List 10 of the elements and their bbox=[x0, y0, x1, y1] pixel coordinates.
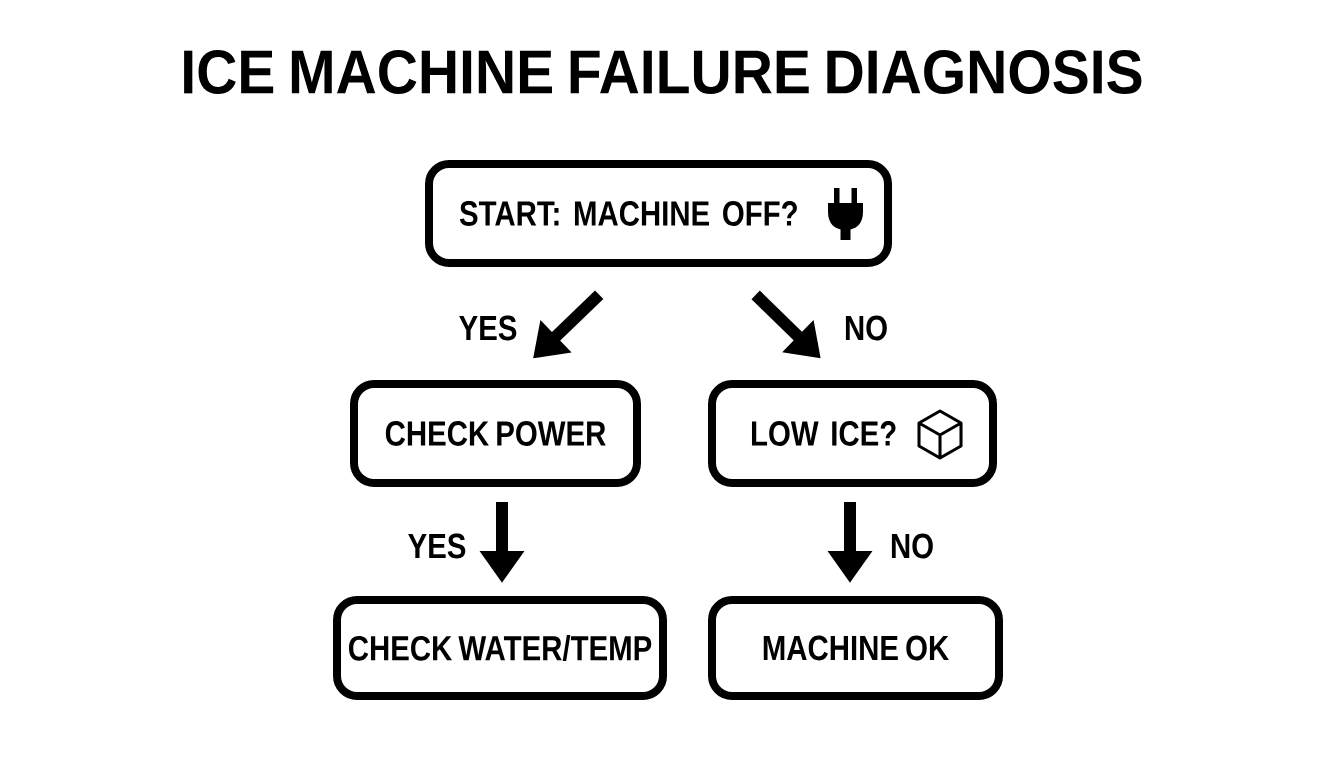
title: ICE MACHINE FAILURE DIAGNOSIS bbox=[184, 50, 1142, 94]
edge-label: NO bbox=[888, 532, 936, 560]
edge-label: NO bbox=[842, 314, 890, 342]
process-box: MACHINE OK bbox=[708, 596, 1003, 700]
process-box: CHECK POWER bbox=[350, 380, 641, 487]
process-box: LOW ICE? bbox=[708, 380, 997, 487]
process-box: START: MACHINE OFF? bbox=[425, 160, 892, 267]
edge-label: YES bbox=[406, 532, 468, 560]
process-box: CHECK WATER/TEMP bbox=[333, 596, 667, 700]
edge-label: YES bbox=[457, 314, 519, 342]
